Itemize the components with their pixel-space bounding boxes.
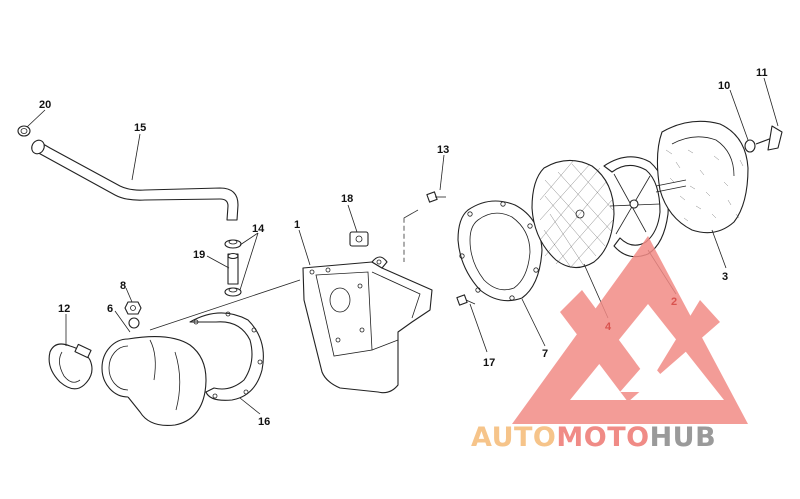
callout-11: 11: [756, 67, 768, 79]
callout-15: 15: [134, 122, 146, 134]
callout-3: 3: [722, 271, 728, 283]
part-12-clamp-band: [48, 343, 93, 390]
part-15-breather-tube: [31, 139, 239, 221]
watermark-m-left: [560, 290, 650, 402]
part-8-nut: [124, 301, 142, 315]
callout-20: 20: [39, 99, 51, 111]
callout-19: 19: [193, 249, 205, 261]
part-17-screw: [456, 294, 476, 306]
callout-16: 16: [258, 416, 270, 428]
callout-13: 13: [437, 144, 449, 156]
part-10-washer: [744, 139, 756, 153]
callout-10: 10: [718, 80, 730, 92]
callout-17: 17: [483, 357, 495, 369]
watermark-word-hub: HUB: [650, 422, 717, 453]
callout-4: 4: [605, 321, 612, 333]
callout-18: 18: [341, 193, 353, 205]
part-18-bracket: [349, 231, 369, 247]
watermark-text: AUTOMOTOHUB: [471, 422, 716, 453]
part-14-19-hose-clamps: [224, 239, 242, 297]
part-4-filter-element: [531, 159, 615, 269]
watermark-m-right: [628, 300, 720, 402]
watermark-word-moto: MOTO: [556, 422, 649, 453]
part-20-clamp: [17, 125, 31, 137]
part-13-screw: [426, 191, 446, 203]
part-3-airbox-cover: [655, 120, 749, 234]
part-6-intake-duct: [101, 317, 207, 427]
watermark-center-hole: [620, 360, 676, 392]
callout-7: 7: [542, 348, 548, 360]
mounting-guide-line: [403, 209, 419, 262]
callout-12: 12: [58, 303, 70, 315]
part-1-airbox-housing: [302, 256, 433, 394]
assembly-axis-line: [149, 279, 301, 331]
part-16-gasket: [189, 311, 264, 401]
part-7-filter-frame: [457, 200, 543, 302]
callout-14: 14: [252, 223, 265, 235]
callout-6: 6: [107, 303, 113, 315]
watermark-logo: [512, 236, 748, 424]
callout-1: 1: [294, 219, 300, 231]
callout-labels: 20 15 14 19 8 6 12 16 1 18 13 17 7 4 2 3…: [39, 67, 768, 428]
watermark-word-auto: AUTO: [471, 422, 556, 453]
callout-8: 8: [120, 280, 126, 292]
callout-2: 2: [671, 296, 677, 308]
part-11-knob-bolt: [755, 125, 783, 151]
